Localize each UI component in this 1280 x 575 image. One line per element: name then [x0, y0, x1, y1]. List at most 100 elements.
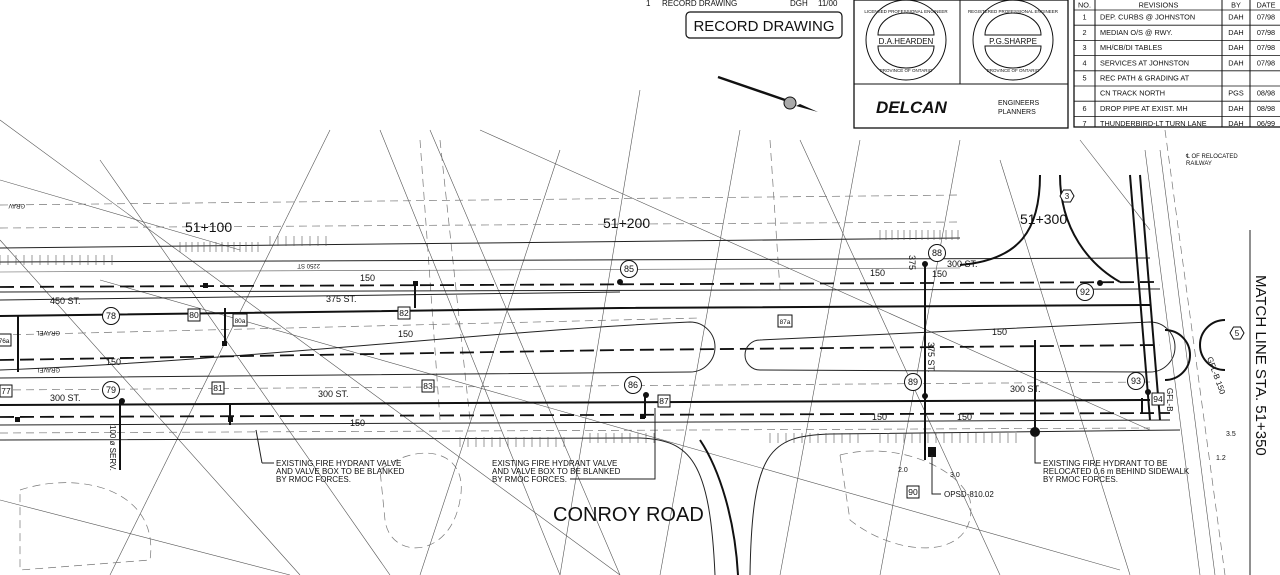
svg-text:300 ST.: 300 ST. [318, 389, 349, 399]
table-cell: 5 [1082, 74, 1086, 83]
delcan-logo: DELCAN [876, 98, 948, 117]
catchbasin-77: 77 [0, 384, 13, 398]
svg-text:GRAV: GRAV [8, 202, 25, 208]
manhole-89: 89 [904, 373, 922, 391]
svg-text:78: 78 [106, 311, 116, 321]
construction-line [0, 499, 291, 575]
note-hydrant-3: EXISTING FIRE HYDRANT TO BE RELOCATED 0.… [1034, 435, 1190, 484]
svg-text:375: 375 [907, 255, 917, 270]
svg-text:2.0: 2.0 [898, 467, 908, 474]
svg-text:D.A.HEARDEN: D.A.HEARDEN [879, 37, 934, 46]
table-cell: DAH [1228, 119, 1243, 128]
table-cell: 07/98 [1257, 13, 1275, 22]
svg-text:100 ø SERV.: 100 ø SERV. [108, 425, 117, 471]
svg-text:150: 150 [350, 418, 365, 428]
svg-text:375 ST.: 375 ST. [926, 342, 936, 373]
svg-text:RELOCATED 0.6 m BEHIND SIDEWAL: RELOCATED 0.6 m BEHIND SIDEWALK [1043, 467, 1190, 476]
table-cell: DAH [1228, 58, 1243, 67]
svg-text:GFL-B: GFL-B [1165, 388, 1174, 412]
tree-outline [19, 482, 152, 571]
svg-text:RAILWAY: RAILWAY [1186, 161, 1212, 167]
svg-text:82: 82 [399, 308, 409, 318]
tree-outline [379, 452, 462, 549]
catchbasin-80: 80 [187, 308, 201, 322]
construction-line [0, 179, 241, 251]
svg-text:94: 94 [1153, 394, 1163, 404]
svg-text:PLANNERS: PLANNERS [998, 109, 1036, 116]
svg-text:89: 89 [908, 377, 918, 387]
existing-line [419, 139, 441, 421]
construction-line [999, 159, 1131, 575]
existing-line [439, 139, 471, 421]
revision-marker-3: 3 [1059, 189, 1075, 203]
table-header: NO. [1078, 1, 1091, 10]
table-cell: 08/98 [1257, 104, 1275, 113]
construction-line [0, 119, 621, 575]
table-cell: 07/98 [1257, 43, 1275, 52]
svg-text:300 ST.: 300 ST. [947, 259, 978, 269]
table-cell: REC PATH & GRADING AT [1100, 74, 1190, 83]
svg-text:BY RMOC FORCES.: BY RMOC FORCES. [1043, 475, 1118, 484]
construction-line [419, 149, 561, 575]
match-line-label: MATCH LINE STA. 51+350 [1252, 275, 1269, 456]
table-cell: DROP PIPE AT EXIST. MH [1100, 104, 1188, 113]
table-header: DATE [1257, 1, 1276, 10]
catchbasin-94: 94 [1151, 392, 1165, 406]
construction-line [99, 279, 1121, 571]
catchbasin-81: 81 [211, 381, 225, 395]
svg-text:ENGINEERS: ENGINEERS [998, 100, 1040, 107]
svg-text:300 ST.: 300 ST. [50, 393, 81, 403]
svg-text:AND VALVE BOX TO BE BLANKED: AND VALVE BOX TO BE BLANKED [276, 467, 405, 476]
station-51-200: 51+200 [603, 215, 650, 231]
svg-text:5: 5 [1235, 329, 1240, 338]
record-drawing-stamp: RECORD DRAWING [685, 11, 843, 39]
svg-text:300 ST.: 300 ST. [1010, 384, 1041, 394]
note-hydrant-2: EXISTING FIRE HYDRANT VALVE AND VALVE BO… [492, 408, 656, 484]
roadway-lines [0, 129, 1251, 575]
catchbasin-87a: 87a [777, 314, 793, 328]
svg-text:150: 150 [106, 357, 121, 367]
svg-text:REGISTERED PROFESSIONAL ENGINE: REGISTERED PROFESSIONAL ENGINEER [968, 9, 1059, 14]
station-51-100: 51+100 [185, 219, 232, 235]
table-cell: DAH [1228, 28, 1243, 37]
svg-text:79: 79 [106, 385, 116, 395]
svg-text:150: 150 [398, 329, 413, 339]
revision-marker-5: 5 [1229, 326, 1245, 340]
svg-text:2250 ST: 2250 ST [297, 262, 320, 268]
svg-text:RECORD DRAWING: RECORD DRAWING [693, 18, 834, 35]
table-cell: 6 [1082, 104, 1086, 113]
table-cell: THUNDERBIRD-LT TURN LANE [1100, 119, 1207, 128]
svg-text:77: 77 [1, 386, 11, 396]
construction-line [779, 139, 861, 575]
svg-text:OPSD-810.02: OPSD-810.02 [944, 490, 994, 499]
table-cell: DEP. CURBS @ JOHNSTON [1100, 13, 1195, 22]
svg-text:BY RMOC FORCES.: BY RMOC FORCES. [492, 475, 567, 484]
table-cell: 3 [1082, 43, 1086, 52]
svg-text:150: 150 [360, 273, 375, 283]
catchbasin-83: 83 [421, 379, 435, 393]
construction-line [109, 129, 331, 575]
svg-text:11/00: 11/00 [818, 0, 838, 8]
svg-text:150: 150 [870, 268, 885, 278]
svg-text:AND VALVE BOX TO BE BLANKED: AND VALVE BOX TO BE BLANKED [492, 467, 621, 476]
manhole-86: 86 [624, 376, 642, 394]
table-cell: 08/98 [1257, 89, 1275, 98]
svg-text:PROVINCE OF ONTARIO: PROVINCE OF ONTARIO [880, 68, 933, 73]
construction-line [429, 129, 621, 575]
station-51-300: 51+300 [1020, 211, 1067, 227]
curb-hatching [0, 230, 1017, 447]
svg-text:EXISTING FIRE HYDRANT VALVE: EXISTING FIRE HYDRANT VALVE [276, 459, 401, 468]
table-header: REVISIONS [1139, 1, 1179, 10]
svg-text:BY RMOC FORCES.: BY RMOC FORCES. [276, 475, 351, 484]
table-cell: 4 [1082, 58, 1086, 67]
table-cell: 2 [1082, 28, 1086, 37]
svg-text:81: 81 [213, 383, 223, 393]
pipes [15, 261, 1151, 470]
table-cell: DAH [1228, 13, 1243, 22]
table-cell: 07/98 [1257, 58, 1275, 67]
svg-text:375 ST.: 375 ST. [326, 294, 357, 304]
table-cell: DAH [1228, 43, 1243, 52]
